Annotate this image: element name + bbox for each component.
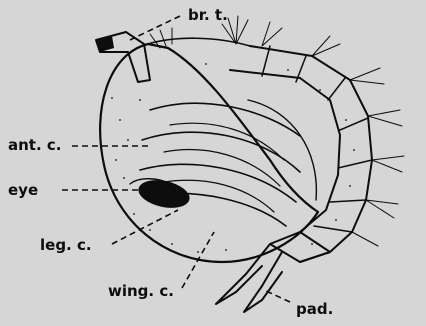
stippling: [111, 57, 355, 253]
eye: [130, 176, 192, 212]
label-wing-c: wing. c.: [108, 282, 174, 300]
label-pad: pad.: [296, 300, 333, 318]
abdomen: [230, 46, 372, 262]
label-ant-c: ant. c.: [8, 136, 61, 154]
label-leg-c: leg. c.: [40, 236, 92, 254]
label-eye: eye: [8, 181, 38, 199]
leader-leg-c: [112, 210, 178, 244]
label-br-t: br. t.: [188, 6, 228, 24]
leader-wing-c: [182, 232, 214, 288]
cephalothorax: [100, 38, 318, 262]
leader-lines: [62, 16, 290, 302]
leader-pad: [264, 290, 290, 302]
